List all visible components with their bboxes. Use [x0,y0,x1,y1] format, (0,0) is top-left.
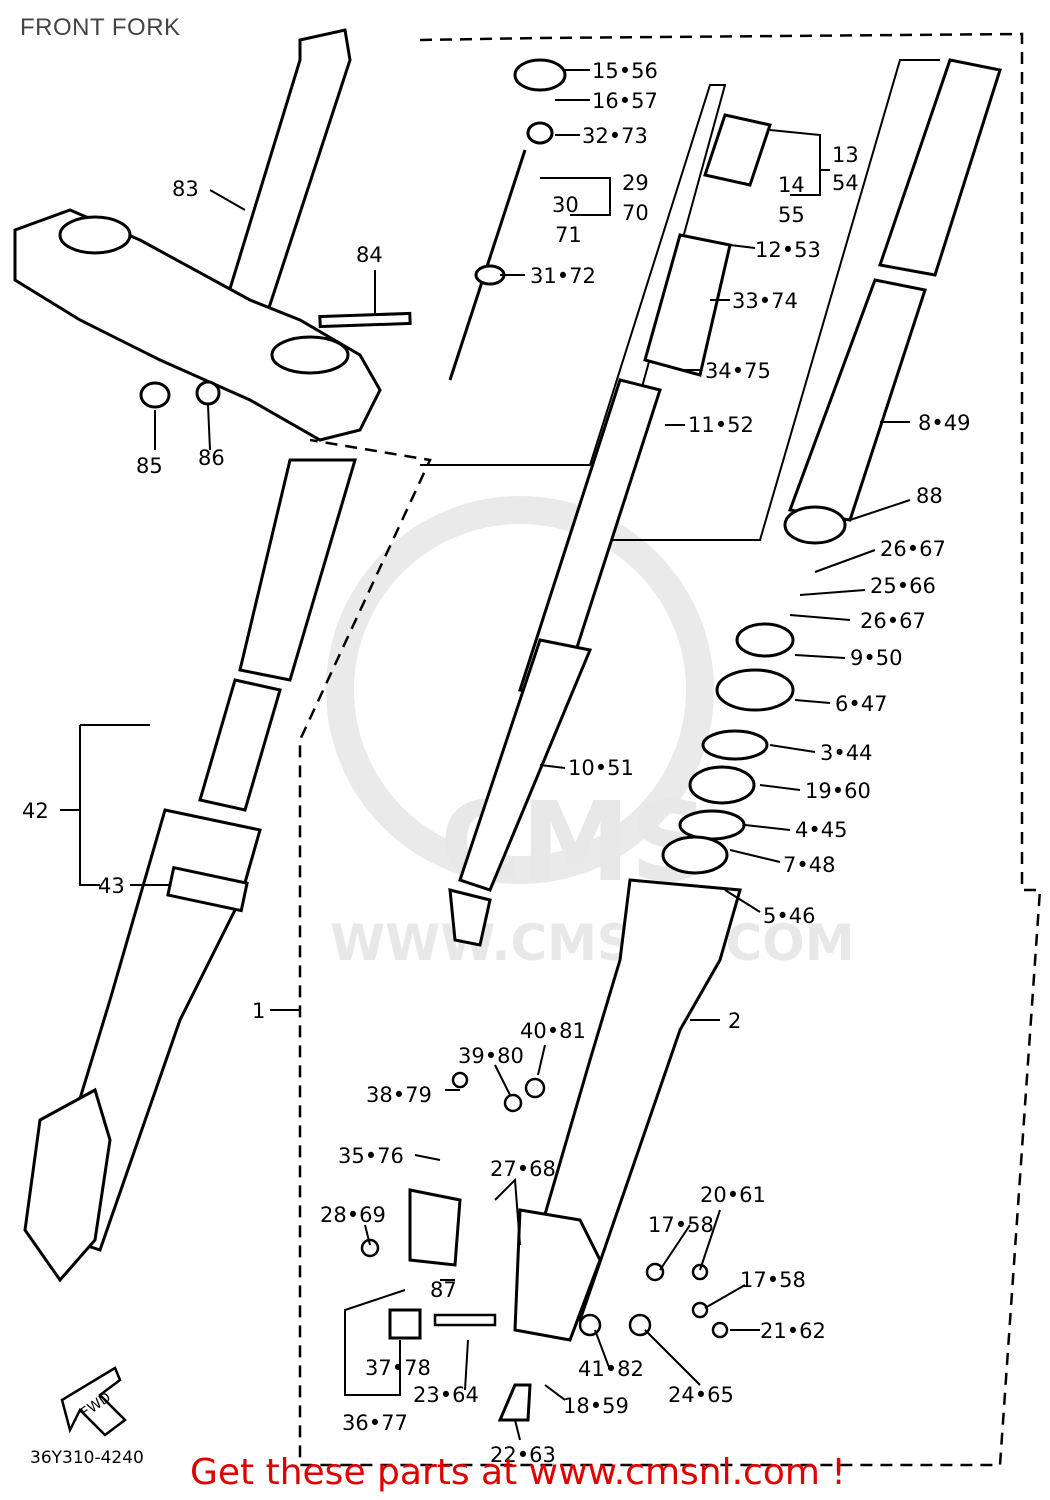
footer-promo-link[interactable]: Get these parts at www.cmsnl.com ! [190,1452,846,1493]
fork-spring-parts [643,58,1002,875]
callout-86: 86 [198,446,225,470]
callout-33-74: 33•74 [732,289,798,313]
callout-39-80: 39•80 [458,1044,524,1068]
callout-34-75: 34•75 [705,359,771,383]
callout-15-56: 15•56 [592,59,658,83]
callout-24-65: 24•65 [668,1383,734,1407]
fasteners [360,1071,729,1339]
callout-19-60: 19•60 [805,779,871,803]
callout-88: 88 [916,484,943,508]
callout-labels: 15•56 16•57 32•73 29 70 30 71 31•72 13 5… [22,59,970,1467]
callout-13: 13 [832,143,859,167]
callout-11-52: 11•52 [688,413,754,437]
callout-18-59: 18•59 [563,1394,629,1418]
group-outlines [298,32,1042,1467]
callout-29: 29 [622,171,649,195]
callout-87: 87 [430,1278,457,1302]
callout-23-64: 23•64 [413,1383,479,1407]
callout-40-81: 40•81 [520,1019,586,1043]
callout-21-62: 21•62 [760,1319,826,1343]
callout-84: 84 [356,243,383,267]
fork-assembly-outline [298,32,1042,1467]
right-outer-tube [388,878,742,1422]
callout-25-66: 25•66 [870,574,936,598]
callout-5-46: 5•46 [763,904,815,928]
callout-17-58-a: 17•58 [648,1213,714,1237]
callout-83: 83 [172,177,199,201]
callout-43: 43 [98,874,125,898]
callout-26-67-a: 26•67 [880,537,946,561]
callout-8-49: 8•49 [918,411,970,435]
callout-22-63: 22•63 [490,1443,556,1467]
callout-55: 55 [778,203,805,227]
callout-85: 85 [136,454,163,478]
callout-3-44: 3•44 [820,741,872,765]
watermark-url: WWW.CMSNL.COM [330,914,855,972]
callout-54: 54 [832,171,859,195]
left-fork-assembly [23,458,358,1283]
diagram-reference-code: 36Y310-4240 [30,1448,144,1468]
callout-20-61: 20•61 [700,1183,766,1207]
callout-9-50: 9•50 [850,646,902,670]
callout-36-77: 36•77 [342,1411,408,1435]
callout-14: 14 [778,173,805,197]
callout-32-73: 32•73 [582,124,648,148]
callout-26-67-b: 26•67 [860,609,926,633]
forward-arrow-icon: FWD [60,1366,127,1437]
callout-7-48: 7•48 [783,853,835,877]
damper-rod [448,58,662,947]
callout-31-72: 31•72 [530,264,596,288]
callout-2: 2 [728,1009,741,1033]
callout-17-58-b: 17•58 [740,1268,806,1292]
callout-27-68: 27•68 [490,1157,556,1181]
page-title: FRONT FORK [20,14,181,41]
callout-70: 70 [622,201,649,225]
callout-6-47: 6•47 [835,692,887,716]
callout-1: 1 [252,999,265,1023]
callout-4-45: 4•45 [795,818,847,842]
leader-lines [60,69,911,1441]
callout-35-76: 35•76 [338,1144,404,1168]
callout-41-82: 41•82 [578,1357,644,1381]
callout-38-79: 38•79 [366,1083,432,1107]
callout-30: 30 [552,193,579,217]
callout-37-78: 37•78 [365,1356,431,1380]
callout-42: 42 [22,799,49,823]
steering-stem [13,28,412,442]
callout-12-53: 12•53 [755,238,821,262]
callout-16-57: 16•57 [592,89,658,113]
callout-10-51: 10•51 [568,756,634,780]
callout-28-69: 28•69 [320,1203,386,1227]
callout-71: 71 [555,223,582,247]
